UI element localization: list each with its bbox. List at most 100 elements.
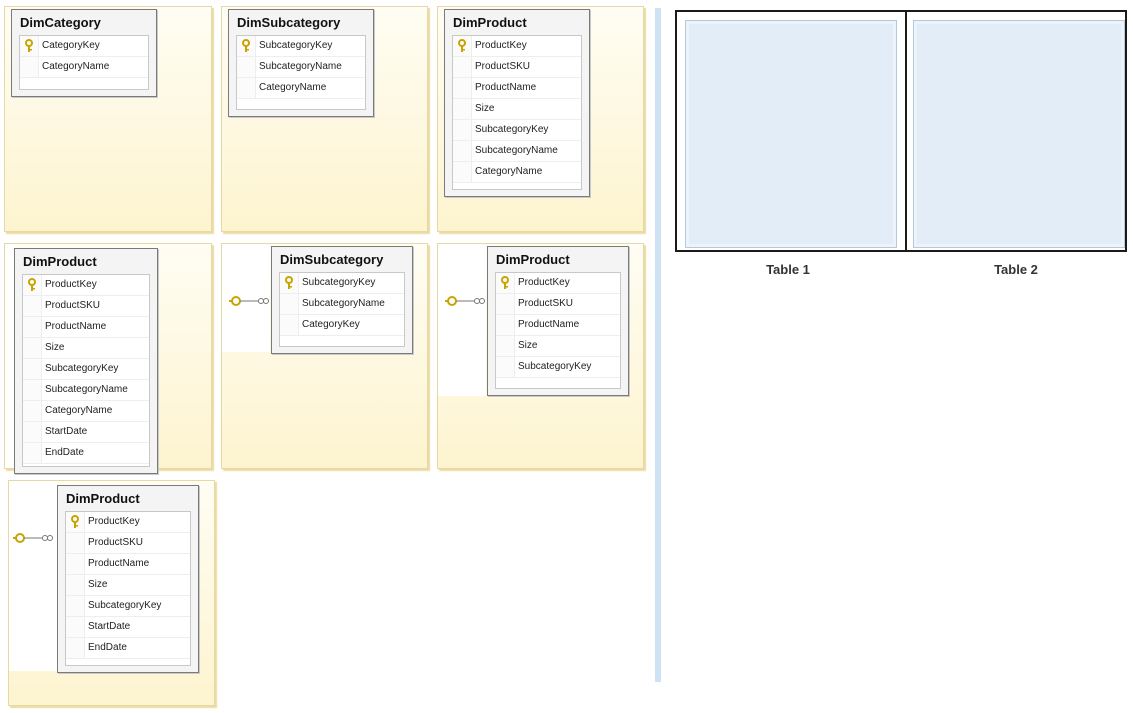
column-row[interactable]: SubcategoryKey: [66, 596, 190, 617]
column-name: SubcategoryName: [302, 298, 385, 309]
column-row[interactable]: ProductKey: [453, 36, 581, 57]
column-name: Size: [518, 340, 538, 351]
table-title: DimProduct: [496, 252, 570, 267]
key-icon: [242, 39, 250, 52]
table-dimproduct-keyed-dated[interactable]: DimProduct ProductKey ProductSKU Product…: [57, 485, 199, 673]
column-name: CategoryName: [259, 82, 327, 93]
column-name: ProductName: [45, 321, 107, 332]
column-list: SubcategoryKey SubcategoryName CategoryK…: [279, 272, 405, 347]
column-name: SubcategoryKey: [88, 600, 162, 611]
column-name: SubcategoryKey: [45, 363, 119, 374]
column-name: SubcategoryName: [475, 145, 558, 156]
column-name: StartDate: [45, 426, 88, 437]
column-row[interactable]: SubcategoryKey: [23, 359, 149, 380]
column-row[interactable]: ProductSKU: [496, 294, 620, 315]
column-name: CategoryKey: [42, 40, 100, 51]
table-title: DimProduct: [453, 15, 527, 30]
source-tile-7[interactable]: DimProduct ProductKey ProductSKU Product…: [8, 480, 215, 706]
column-row[interactable]: Size: [453, 99, 581, 120]
key-icon: [28, 278, 36, 291]
column-name: SubcategoryKey: [259, 40, 333, 51]
column-name: SubcategoryKey: [518, 361, 592, 372]
column-name: ProductName: [518, 319, 580, 330]
column-name: ProductKey: [475, 40, 527, 51]
column-row[interactable]: CategoryKey: [20, 36, 148, 57]
drop-target-table-2[interactable]: [913, 20, 1125, 248]
column-row[interactable]: ProductName: [66, 554, 190, 575]
column-name: Size: [45, 342, 65, 353]
column-row[interactable]: CategoryName: [20, 57, 148, 78]
column-name: CategoryName: [475, 166, 543, 177]
key-icon: [458, 39, 466, 52]
source-tile-6[interactable]: DimProduct ProductKey ProductSKU Product…: [437, 243, 644, 469]
key-icon: [285, 276, 293, 289]
column-name: ProductKey: [518, 277, 570, 288]
column-name: Size: [475, 103, 495, 114]
column-name: Size: [88, 579, 108, 590]
column-name: ProductName: [475, 82, 537, 93]
column-row[interactable]: ProductKey: [496, 273, 620, 294]
column-row[interactable]: SubcategoryName: [23, 380, 149, 401]
column-row[interactable]: Size: [496, 336, 620, 357]
column-row[interactable]: SubcategoryName: [237, 57, 365, 78]
column-list: SubcategoryKey SubcategoryName CategoryN…: [236, 35, 366, 110]
column-row[interactable]: CategoryName: [453, 162, 581, 183]
table-dimsubcategory[interactable]: DimSubcategory SubcategoryKey Subcategor…: [228, 9, 374, 117]
table-title: DimCategory: [20, 15, 101, 30]
column-row[interactable]: SubcategoryName: [453, 141, 581, 162]
column-row[interactable]: ProductSKU: [453, 57, 581, 78]
answer-area-divider: [905, 12, 907, 250]
table-title: DimProduct: [66, 491, 140, 506]
column-row[interactable]: Size: [23, 338, 149, 359]
panel-divider: [655, 8, 661, 682]
table-2-label: Table 2: [994, 262, 1038, 277]
column-name: EndDate: [88, 642, 127, 653]
column-name: ProductKey: [88, 516, 140, 527]
column-list: ProductKey ProductSKU ProductName Size S…: [65, 511, 191, 666]
column-row[interactable]: EndDate: [66, 638, 190, 659]
column-row[interactable]: ProductKey: [66, 512, 190, 533]
table-dimcategory[interactable]: DimCategory CategoryKey CategoryName: [11, 9, 157, 97]
source-tile-5[interactable]: DimSubcategory SubcategoryKey Subcategor…: [221, 243, 428, 469]
source-tile-3[interactable]: DimProduct ProductKey ProductSKU Product…: [437, 6, 644, 232]
column-row[interactable]: Size: [66, 575, 190, 596]
key-link-icon: [13, 533, 53, 543]
column-name: ProductSKU: [475, 61, 531, 72]
column-row[interactable]: CategoryName: [23, 401, 149, 422]
column-row[interactable]: SubcategoryKey: [237, 36, 365, 57]
column-row[interactable]: EndDate: [23, 443, 149, 464]
column-row[interactable]: SubcategoryName: [280, 294, 404, 315]
column-name: ProductSKU: [45, 300, 101, 311]
drop-target-table-1[interactable]: [685, 20, 897, 248]
table-dimproduct-dated[interactable]: DimProduct ProductKey ProductSKU Product…: [14, 248, 158, 474]
column-name: SubcategoryKey: [302, 277, 376, 288]
column-row[interactable]: ProductName: [23, 317, 149, 338]
column-row[interactable]: StartDate: [66, 617, 190, 638]
column-name: CategoryName: [42, 61, 110, 72]
table-dimproduct-keyed[interactable]: DimProduct ProductKey ProductSKU Product…: [487, 246, 629, 396]
column-row[interactable]: SubcategoryKey: [496, 357, 620, 378]
column-row[interactable]: CategoryKey: [280, 315, 404, 336]
source-tile-2[interactable]: DimSubcategory SubcategoryKey Subcategor…: [221, 6, 428, 232]
key-icon: [501, 276, 509, 289]
table-dimproduct[interactable]: DimProduct ProductKey ProductSKU Product…: [444, 9, 590, 197]
column-name: EndDate: [45, 447, 84, 458]
source-tile-4[interactable]: DimProduct ProductKey ProductSKU Product…: [4, 243, 212, 474]
column-list: ProductKey ProductSKU ProductName Size S…: [22, 274, 150, 467]
column-row[interactable]: SubcategoryKey: [280, 273, 404, 294]
column-row[interactable]: ProductName: [496, 315, 620, 336]
column-row[interactable]: CategoryName: [237, 78, 365, 99]
table-dimsubcategory-keyed[interactable]: DimSubcategory SubcategoryKey Subcategor…: [271, 246, 413, 354]
column-row[interactable]: SubcategoryKey: [453, 120, 581, 141]
column-row[interactable]: ProductSKU: [66, 533, 190, 554]
column-list: ProductKey ProductSKU ProductName Size S…: [495, 272, 621, 389]
source-tile-1[interactable]: DimCategory CategoryKey CategoryName: [4, 6, 212, 232]
column-name: ProductSKU: [88, 537, 144, 548]
column-row[interactable]: StartDate: [23, 422, 149, 443]
column-name: ProductSKU: [518, 298, 574, 309]
column-row[interactable]: ProductName: [453, 78, 581, 99]
column-row[interactable]: ProductSKU: [23, 296, 149, 317]
key-icon: [71, 515, 79, 528]
column-row[interactable]: ProductKey: [23, 275, 149, 296]
table-title: DimProduct: [23, 254, 97, 269]
